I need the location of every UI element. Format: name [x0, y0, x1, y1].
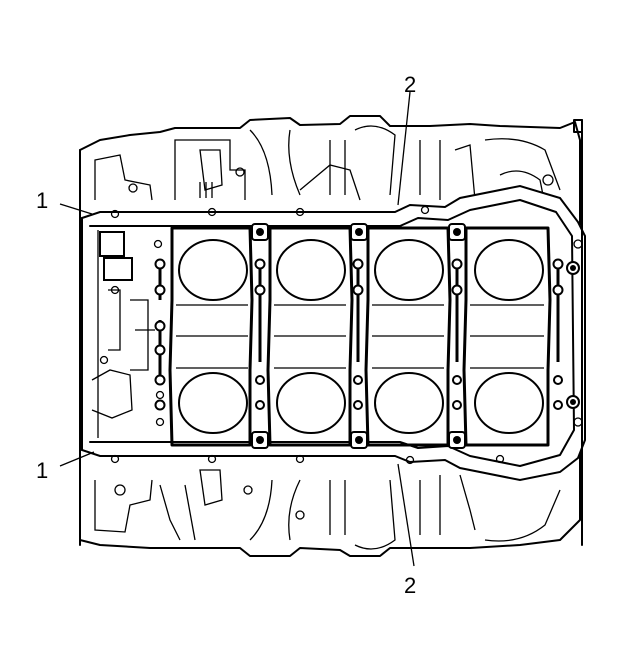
callout-label-gasket-lower: 1 [36, 458, 48, 483]
callout-leaders [59, 91, 415, 567]
inter-bore-slots [254, 258, 564, 410]
callout-label-bead-lower: 2 [404, 573, 416, 598]
callout-label-gasket-upper: 1 [36, 188, 48, 213]
head-gasket [81, 184, 586, 482]
callout-label-bead-upper: 2 [404, 72, 416, 97]
head-bolt-bosses [251, 223, 466, 449]
upper-casting [79, 115, 581, 226]
lower-casting [79, 449, 581, 557]
